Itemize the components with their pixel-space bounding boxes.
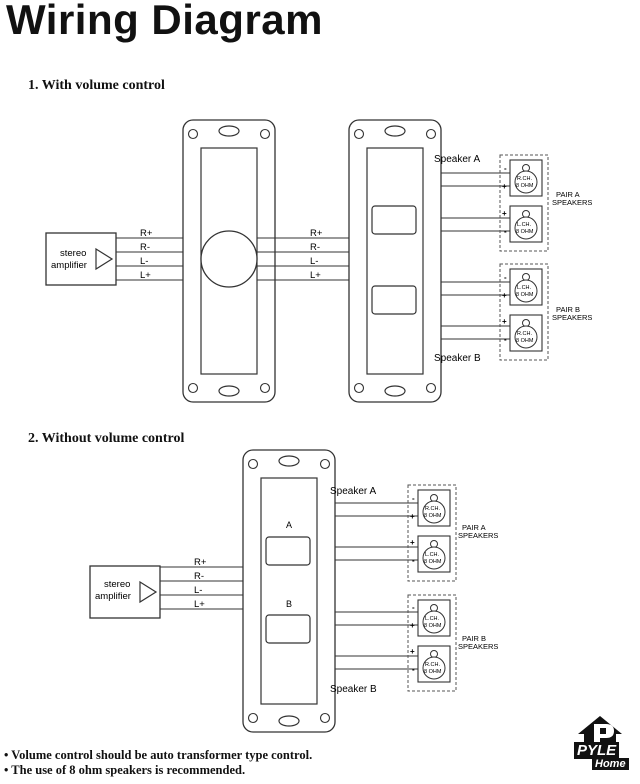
pair-b-label-line2: SPEAKERS (552, 313, 592, 322)
polarity-minus: - (504, 335, 507, 344)
selector-button-a-2 (265, 536, 311, 566)
speaker-a-label-2: Speaker A (330, 486, 376, 497)
amplifier-2-label-line1: stereo (104, 579, 130, 590)
polarity-plus: + (410, 538, 415, 547)
note-volume-control: • Volume control should be auto transfor… (4, 748, 313, 762)
wire-label-r-minus: R- (140, 242, 150, 253)
speaker-l-a-2-label1: L.CH. (425, 552, 440, 558)
pair-a-group-2 (407, 484, 457, 582)
selector-button-a (371, 205, 417, 235)
pyle-home-logo: PYLE Home (570, 712, 634, 774)
selector-button-b (371, 285, 417, 315)
polarity-minus: - (412, 665, 415, 674)
page-title: Wiring Diagram (6, 0, 323, 43)
volume-knob (200, 230, 258, 288)
wire-label-l-minus-2: L- (310, 256, 318, 267)
pair-b-group-2 (407, 594, 457, 692)
section-heading-without-volume: 2. Without volume control (28, 431, 185, 446)
speaker-r-a-1-label1: R.CH. (517, 176, 532, 182)
selector-button-b-2 (265, 614, 311, 644)
speaker-r-a-1-label2: 8 OHM (516, 183, 534, 189)
polarity-plus: + (502, 209, 507, 218)
amplifier-label-line2: amplifier (51, 260, 87, 271)
pair-a-2-label-line2: SPEAKERS (458, 531, 498, 540)
speaker-l-a-1-label2: 8 OHM (516, 229, 534, 235)
selector-a-label: A (286, 520, 292, 530)
polarity-plus: + (410, 647, 415, 656)
pair-b-2-label-line2: SPEAKERS (458, 642, 498, 651)
wire-label-r-plus: R+ (140, 228, 153, 239)
selector-to-speaker-wires (441, 172, 511, 340)
speaker-l-a-2-label2: 8 OHM (424, 559, 442, 565)
polarity-minus: - (412, 494, 415, 503)
speaker-r-a-2-label2: 8 OHM (424, 513, 442, 519)
pair-a-2-label-line1: PAIR A (462, 523, 486, 532)
speaker-l-b-2-label1: L.CH. (425, 616, 440, 622)
speaker-l-b-1-label2: 8 OHM (516, 292, 534, 298)
speaker-l-a-1-label1: L.CH. (517, 222, 532, 228)
pair-b-group-1 (499, 263, 549, 361)
speaker-r-a-2-label1: R.CH. (425, 506, 440, 512)
speaker-r-b-1-label1: R.CH. (517, 331, 532, 337)
house-icon (578, 716, 622, 750)
amplifier-2-label-line2: amplifier (95, 591, 131, 602)
speaker-l-b-2-label2: 8 OHM (424, 623, 442, 629)
pair-a-label-line1: PAIR A (556, 190, 580, 199)
speaker-r-b-1-label2: 8 OHM (516, 338, 534, 344)
polarity-minus: - (504, 227, 507, 236)
wire-label-l-plus-3: L+ (194, 599, 205, 610)
volume-control-plate (182, 119, 276, 403)
speaker-l-b-1-label1: L.CH. (517, 285, 532, 291)
polarity-plus: + (410, 621, 415, 630)
wire-label-l-plus-2: L+ (310, 270, 321, 281)
speaker-r-b-2-label2: 8 OHM (424, 669, 442, 675)
wire-label-r-plus-3: R+ (194, 557, 207, 568)
selector-b-label: B (286, 599, 292, 609)
polarity-minus: - (504, 273, 507, 282)
logo-sub: Home (592, 758, 629, 770)
wire-label-r-minus-3: R- (194, 571, 204, 582)
note-ohm-speakers: • The use of 8 ohm speakers is recommend… (4, 763, 246, 777)
polarity-minus: - (412, 603, 415, 612)
speaker-selector-plate-2 (242, 449, 336, 733)
speaker-b-label: Speaker B (434, 353, 481, 364)
section-heading-with-volume: 1. With volume control (28, 78, 165, 93)
speaker-a-label: Speaker A (434, 154, 480, 165)
amplifier-box (45, 232, 117, 286)
speaker-selector-plate (348, 119, 442, 403)
polarity-plus: + (502, 182, 507, 191)
polarity-minus: - (412, 556, 415, 565)
amplifier-label-line1: stereo (60, 248, 86, 259)
pair-b-2-label-line1: PAIR B (462, 634, 486, 643)
wire-label-l-minus-3: L- (194, 585, 202, 596)
polarity-minus: - (504, 164, 507, 173)
speaker-b-label-2: Speaker B (330, 684, 377, 695)
wire-label-l-plus: L+ (140, 270, 151, 281)
selector-to-speaker-wires-2 (335, 502, 419, 670)
polarity-plus: + (410, 512, 415, 521)
wire-label-r-minus-2: R- (310, 242, 320, 253)
pair-a-group-1 (499, 154, 549, 252)
pair-b-label-line1: PAIR B (556, 305, 580, 314)
polarity-plus: + (502, 317, 507, 326)
logo-brand: PYLE (574, 742, 620, 759)
polarity-plus: + (502, 291, 507, 300)
speaker-r-b-2-label1: R.CH. (425, 662, 440, 668)
wire-label-l-minus: L- (140, 256, 148, 267)
wire-label-r-plus-2: R+ (310, 228, 323, 239)
pair-a-label-line2: SPEAKERS (552, 198, 592, 207)
